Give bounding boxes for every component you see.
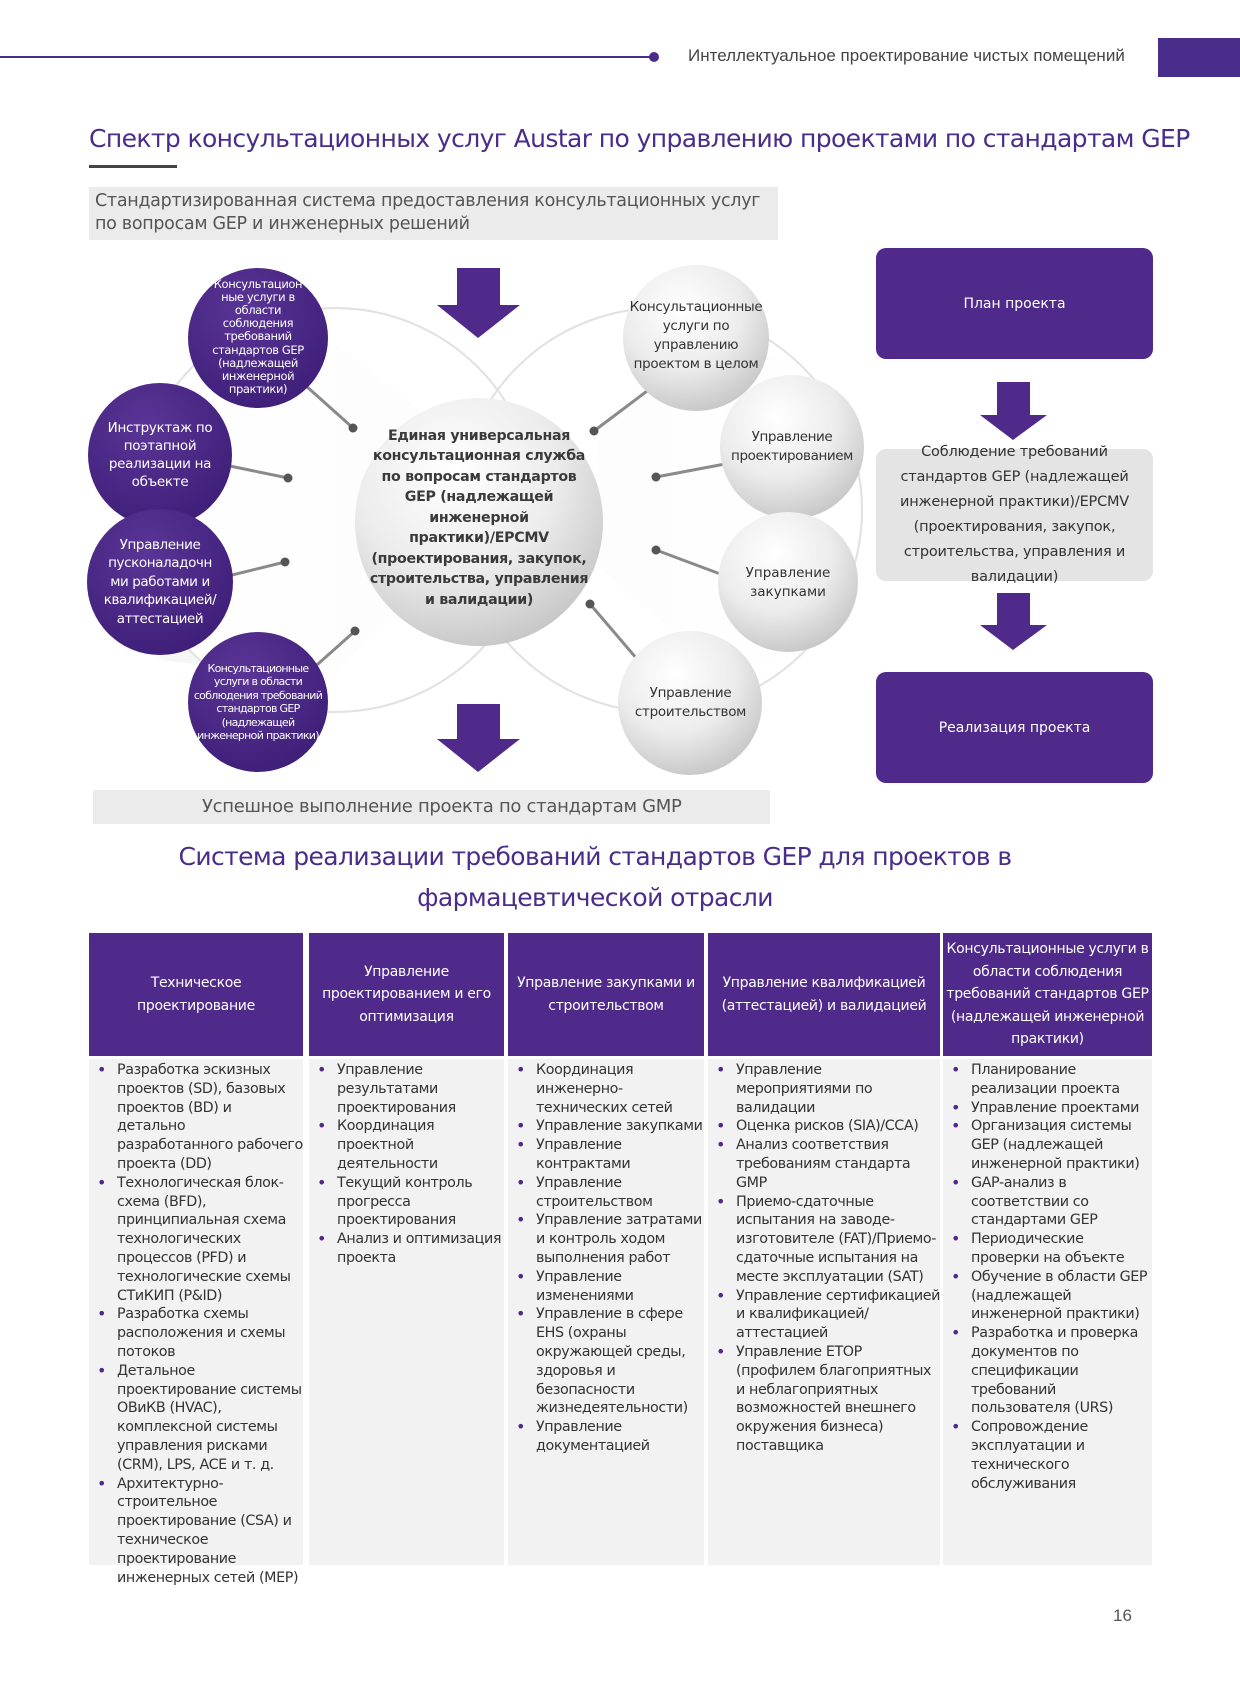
list-col3: Координация инженерно-технических сетей … [508, 1061, 704, 1456]
list-item: Управление проектами [943, 1099, 1152, 1118]
list-item: Оценка рисков (SIA)/CCA) [708, 1117, 940, 1136]
header-accent-block [1158, 38, 1240, 77]
list-item: Управление в сфере EHS (охраны окружающе… [508, 1305, 704, 1418]
list-item: Архитектурно-строительное проектирование… [89, 1475, 303, 1588]
list-item: Управление строительством [508, 1174, 704, 1212]
table-header-col1: Техническое проектирование [89, 933, 303, 1056]
right-circle-4-label: Управление строительством [634, 685, 747, 720]
title-underline [89, 165, 177, 168]
list-item: Текущий контроль прогресса проектировани… [309, 1174, 504, 1230]
left-circle-3 [87, 509, 233, 655]
list-item: Сопровождение эксплуатации и техническог… [943, 1418, 1152, 1493]
table-cell-col2: Управление результатами проектирования К… [309, 1059, 504, 1565]
running-title: Интеллектуальное проектирование чистых п… [688, 46, 1125, 65]
list-item: Планирование реализации проекта [943, 1061, 1152, 1099]
section1-title: Спектр консультационных услуг Austar по … [89, 124, 1190, 153]
list-item: Обучение в области GEP (надлежащей инжен… [943, 1268, 1152, 1324]
list-col4: Управление мероприятиями по валидации Оц… [708, 1061, 940, 1456]
list-item: Технологическая блок-схема (BFD), принци… [89, 1174, 303, 1306]
left-circle-4 [188, 632, 328, 772]
list-item: Приемо-сдаточные испытания на заводе-изг… [708, 1193, 940, 1287]
table-cell-col3: Координация инженерно-технических сетей … [508, 1059, 704, 1565]
list-item: Управление мероприятиями по валидации [708, 1061, 940, 1117]
right-circle-1-label: Консультационные услуги по управлению пр… [629, 299, 763, 372]
list-item: Управление контрактами [508, 1136, 704, 1174]
list-item: Управление закупками [508, 1117, 704, 1136]
right-circle-3-label: Управление закупками [745, 565, 831, 600]
list-col2: Управление результатами проектирования К… [309, 1061, 504, 1268]
right-circle-2 [720, 375, 864, 519]
right-circle-3 [718, 512, 858, 652]
intro-bar: Стандартизированная система предоставлен… [89, 187, 778, 240]
outcome-bar: Успешное выполнение проекта по стандарта… [93, 790, 770, 824]
list-item: Управление ETOP (профилем благоприятных … [708, 1343, 940, 1456]
connector-dots [280, 423, 661, 636]
center-text: Единая универсальная консультационная сл… [369, 427, 589, 608]
section2-title-line2: фармацевтической отрасли [417, 883, 773, 912]
table-cell-col4: Управление мероприятиями по валидации Оц… [708, 1059, 940, 1565]
flow-compliance-box: Соблюдение требований стандартов GEP (на… [876, 444, 1153, 585]
flow-realization-box: Реализация проекта [876, 672, 1153, 783]
list-item: Координация инженерно-технических сетей [508, 1061, 704, 1117]
table-cell-col1: Разработка эскизных проектов (SD), базов… [89, 1059, 303, 1586]
center-sphere [355, 398, 603, 646]
arrow-top-icon [437, 268, 520, 338]
left-circle-2-label: Инструктаж по поэтапной реализации на об… [107, 420, 213, 490]
table-header-col3: Управление закупками и строительством [508, 933, 704, 1056]
list-item: GAP-анализ в соответствии со стандартами… [943, 1174, 1152, 1230]
flow-plan-box: План проекта [876, 248, 1153, 359]
right-circle-4 [618, 631, 762, 775]
table-header-col5: Консультационные услуги в области соблюд… [943, 933, 1152, 1056]
list-col5: Планирование реализации проекта Управлен… [943, 1061, 1152, 1493]
table-header-col4: Управление квалификацией (аттестацией) и… [708, 933, 940, 1056]
left-circle-2 [88, 383, 232, 527]
list-item: Разработка и проверка документов по спец… [943, 1324, 1152, 1418]
list-col1: Разработка эскизных проектов (SD), базов… [89, 1061, 303, 1587]
header-dot [649, 52, 659, 62]
arrow-bottom-icon [437, 704, 520, 772]
list-item: Управление затратами и контроль ходом вы… [508, 1211, 704, 1267]
list-item: Периодические проверки на объекте [943, 1230, 1152, 1268]
page-number: 16 [1113, 1606, 1132, 1625]
table-cell-col5: Планирование реализации проекта Управлен… [943, 1059, 1152, 1565]
left-circle-1 [188, 268, 328, 408]
list-item: Анализ соответствия требованиям стандарт… [708, 1136, 940, 1192]
flow-arrow-2-icon [980, 593, 1047, 650]
left-circle-3-label: Управление пусконаладочн ми работами и к… [103, 536, 217, 627]
list-item: Организация системы GEP (надлежащей инже… [943, 1117, 1152, 1173]
flow-arrow-1-icon [980, 382, 1047, 440]
list-item: Разработка эскизных проектов (SD), базов… [89, 1061, 303, 1174]
list-item: Разработка схемы расположения и схемы по… [89, 1305, 303, 1361]
list-item: Управление документацией [508, 1418, 704, 1456]
list-item: Управление сертификацией и квалификацией… [708, 1287, 940, 1343]
list-item: Анализ и оптимизация проекта [309, 1230, 504, 1268]
header-rule [0, 56, 654, 58]
right-circle-1 [623, 265, 769, 411]
table-header-col2: Управление проектированием и его оптимиз… [309, 933, 504, 1056]
right-circle-2-label: Управление проектированием [731, 429, 853, 464]
left-circle-4-label: Консультационные услуги в области соблюд… [193, 661, 323, 743]
left-circle-1-label: Консультацион ные услуги в области соблю… [212, 276, 304, 397]
list-item: Детальное проектирование системы ОВиКВ (… [89, 1362, 303, 1475]
section2-title-line1: Система реализации требований стандартов… [178, 842, 1012, 871]
list-item: Управление результатами проектирования [309, 1061, 504, 1117]
list-item: Координация проектной деятельности [309, 1117, 504, 1173]
list-item: Управление изменениями [508, 1268, 704, 1306]
